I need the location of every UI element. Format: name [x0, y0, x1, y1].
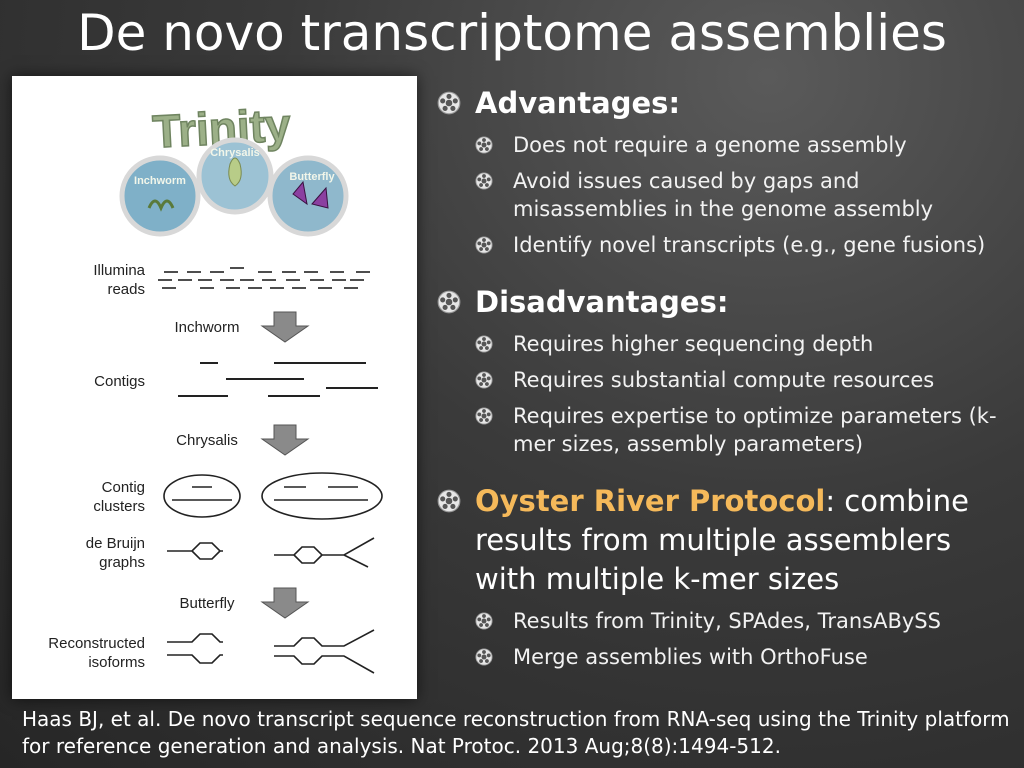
chrysalis-icon — [228, 157, 242, 187]
film-reel-icon — [475, 612, 493, 630]
step-inchworm: Inchworm — [174, 319, 239, 336]
film-reel-icon — [475, 407, 493, 425]
slide-title: De novo transcriptome assemblies — [77, 4, 947, 62]
bullet-list: Advantages: Does not require a genome as… — [437, 84, 1017, 671]
label-contigs: Contigs — [94, 373, 145, 390]
arrow-down-icon — [260, 311, 310, 343]
disadvantage-item: Requires expertise to optimize parameter… — [437, 402, 1017, 458]
advantage-item: Avoid issues caused by gaps and misassem… — [437, 167, 1017, 223]
advantage-item: Identify novel transcripts (e.g., gene f… — [437, 231, 1017, 259]
orp-heading: Oyster River Protocol: combine results f… — [437, 482, 1017, 599]
label-reconstructed: Reconstructed — [48, 635, 145, 652]
film-reel-icon — [475, 371, 493, 389]
film-reel-icon — [475, 648, 493, 666]
film-reel-icon — [475, 236, 493, 254]
contigs-glyph — [178, 362, 378, 397]
inchworm-badge-label: Inchworm — [134, 175, 186, 187]
inchworm-icon — [147, 199, 175, 212]
label-contig: Contig — [102, 479, 145, 496]
advantage-item: Does not require a genome assembly — [437, 131, 1017, 159]
arrow-down-icon — [260, 587, 310, 619]
trinity-logo: Trinity Inchworm Chrysalis Butterfly — [119, 98, 349, 237]
reconstructed-isoforms-glyph — [167, 629, 375, 674]
disadvantage-item: Requires higher sequencing depth — [437, 330, 1017, 358]
step-chrysalis: Chrysalis — [176, 432, 238, 449]
orp-item: Results from Trinity, SPAdes, TransABySS — [437, 607, 1017, 635]
label-isoforms: isoforms — [88, 654, 145, 671]
film-reel-icon — [437, 489, 461, 513]
label-clusters: clusters — [93, 498, 145, 515]
butterfly-icon — [292, 180, 329, 209]
disadvantages-heading: Disadvantages: — [437, 283, 1017, 322]
arrow-down-icon — [260, 424, 310, 456]
butterfly-badge-label: Butterfly — [289, 171, 335, 183]
advantages-heading: Advantages: — [437, 84, 1017, 123]
orp-highlight: Oyster River Protocol — [475, 484, 826, 518]
citation: Haas BJ, et al. De novo transcript seque… — [22, 707, 1010, 758]
film-reel-icon — [475, 172, 493, 190]
label-de-bruijn: de Bruijn — [86, 535, 145, 552]
inchworm-badge — [119, 155, 201, 237]
film-reel-icon — [475, 136, 493, 154]
contig-clusters-glyph — [163, 472, 383, 520]
butterfly-badge — [267, 155, 349, 237]
disadvantage-item: Requires substantial compute resources — [437, 366, 1017, 394]
chrysalis-badge-label: Chrysalis — [210, 147, 260, 159]
film-reel-icon — [437, 290, 461, 314]
trinity-figure: Trinity Inchworm Chrysalis Butterfly Ill… — [12, 76, 417, 699]
trinity-workflow-diagram: Trinity Inchworm Chrysalis Butterfly Ill… — [48, 98, 383, 674]
step-butterfly: Butterfly — [179, 595, 235, 612]
label-graphs: graphs — [99, 554, 145, 571]
label-reads: reads — [107, 281, 145, 298]
illumina-reads-glyph — [158, 267, 370, 289]
orp-description: : combine results from multiple assemble… — [475, 484, 969, 596]
orp-item: Merge assemblies with OrthoFuse — [437, 643, 1017, 671]
film-reel-icon — [437, 91, 461, 115]
trinity-logo-text: Trinity — [151, 98, 292, 157]
label-illumina: Illumina — [93, 262, 145, 279]
film-reel-icon — [475, 335, 493, 353]
de-bruijn-graphs-glyph — [167, 537, 375, 568]
